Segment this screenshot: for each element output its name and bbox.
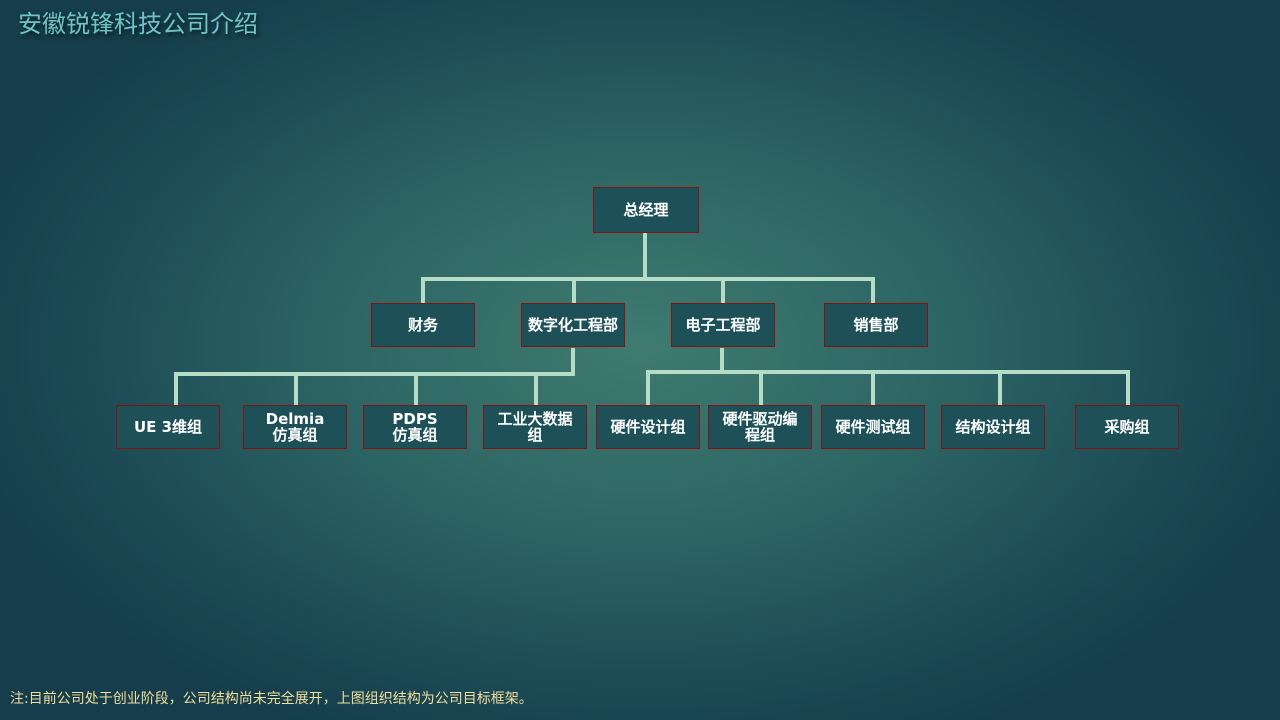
- org-node-pdps: PDPS 仿真组: [363, 405, 467, 449]
- org-node-structure-design: 结构设计组: [941, 405, 1045, 449]
- connector: [421, 277, 875, 281]
- org-node-hardware-test: 硬件测试组: [821, 405, 925, 449]
- connector: [572, 277, 576, 303]
- connector: [646, 370, 650, 405]
- connector: [421, 277, 425, 303]
- org-node-big-data: 工业大数据 组: [483, 405, 587, 449]
- connector: [174, 372, 575, 376]
- org-node-finance: 财务: [371, 303, 475, 347]
- connector: [646, 370, 1130, 374]
- connector: [294, 372, 298, 405]
- page-title: 安徽锐锋科技公司介绍: [18, 10, 258, 38]
- org-node-procurement: 采购组: [1075, 405, 1179, 449]
- org-node-general-manager: 总经理: [593, 187, 699, 233]
- org-node-ue3d: UE 3维组: [116, 405, 220, 449]
- org-node-electronic-engineering: 电子工程部: [671, 303, 775, 347]
- connector: [998, 370, 1002, 405]
- org-node-digital-engineering: 数字化工程部: [521, 303, 625, 347]
- connector: [571, 348, 575, 376]
- connector: [1126, 370, 1130, 405]
- org-node-delmia: Delmia 仿真组: [243, 405, 347, 449]
- org-node-sales: 销售部: [824, 303, 928, 347]
- connector: [414, 372, 418, 405]
- org-node-hardware-driver: 硬件驱动编 程组: [708, 405, 812, 449]
- connector: [721, 277, 725, 303]
- footnote: 注:目前公司处于创业阶段，公司结构尚未完全展开，上图组织结构为公司目标框架。: [10, 691, 533, 707]
- connector: [174, 372, 178, 405]
- connector: [759, 370, 763, 405]
- connector: [871, 370, 875, 405]
- connector: [871, 277, 875, 303]
- org-node-hardware-design: 硬件设计组: [596, 405, 700, 449]
- connector: [720, 348, 724, 374]
- connector: [534, 372, 538, 405]
- connector: [643, 232, 647, 281]
